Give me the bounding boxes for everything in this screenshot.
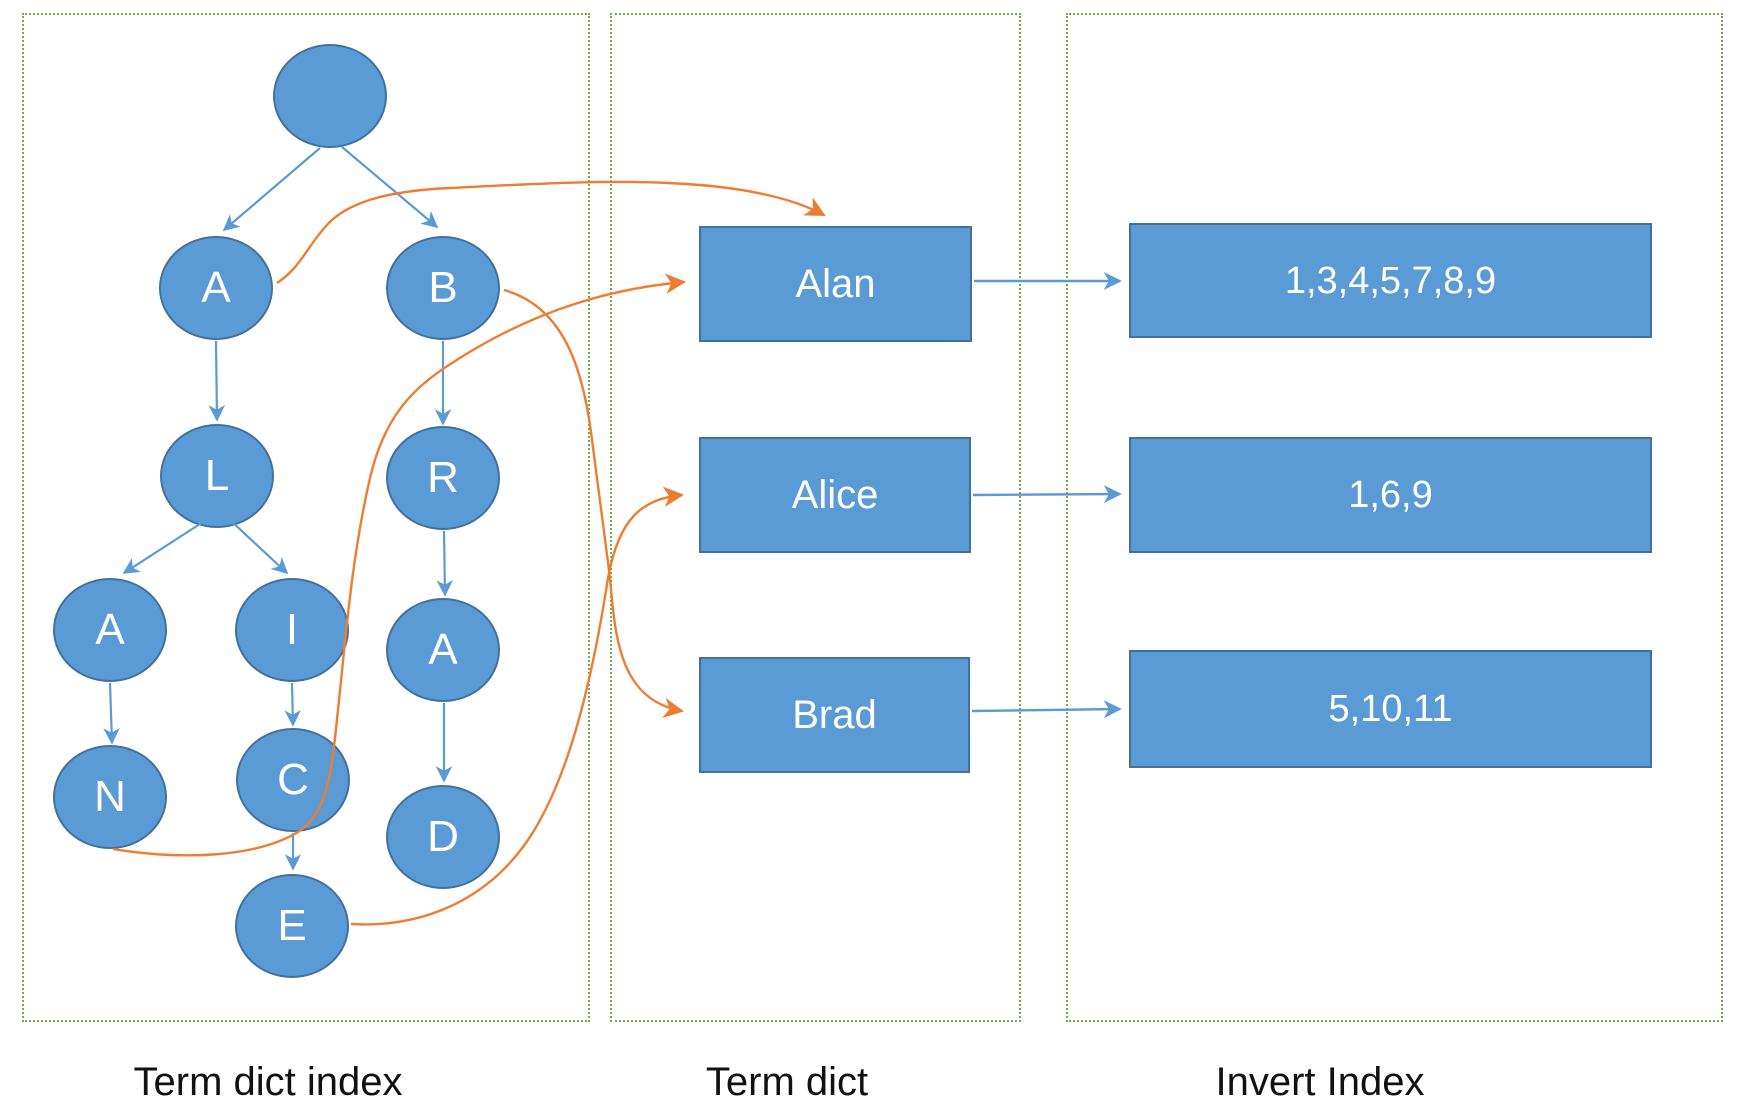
tree-node-e: E	[235, 874, 349, 978]
tree-node-a3: A	[386, 598, 500, 702]
tree-node-a1: A	[159, 236, 273, 340]
term-box-alice: Alice	[699, 437, 971, 553]
panel-term-dict-index	[22, 13, 590, 1022]
term-box-alan: Alan	[699, 226, 972, 342]
tree-node-d: D	[386, 785, 500, 889]
term-box-brad: Brad	[699, 657, 970, 773]
caption-term-dict: Term dict	[705, 1060, 869, 1104]
tree-node-c: C	[236, 728, 350, 832]
tree-node-n: N	[53, 745, 167, 849]
caption-term-dict-index: Term dict index	[133, 1060, 403, 1104]
tree-node-r: R	[386, 426, 500, 530]
tree-node-b: B	[386, 236, 500, 340]
tree-node-root	[273, 44, 387, 148]
postings-box-alice: 1,6,9	[1129, 437, 1652, 553]
tree-node-a2: A	[53, 578, 167, 682]
tree-node-i: I	[235, 578, 349, 682]
postings-box-brad: 5,10,11	[1129, 650, 1652, 768]
panel-invert-index	[1066, 13, 1723, 1022]
caption-invert-index: Invert Index	[1215, 1060, 1425, 1104]
postings-box-alan: 1,3,4,5,7,8,9	[1129, 223, 1652, 338]
tree-node-l: L	[160, 424, 274, 528]
